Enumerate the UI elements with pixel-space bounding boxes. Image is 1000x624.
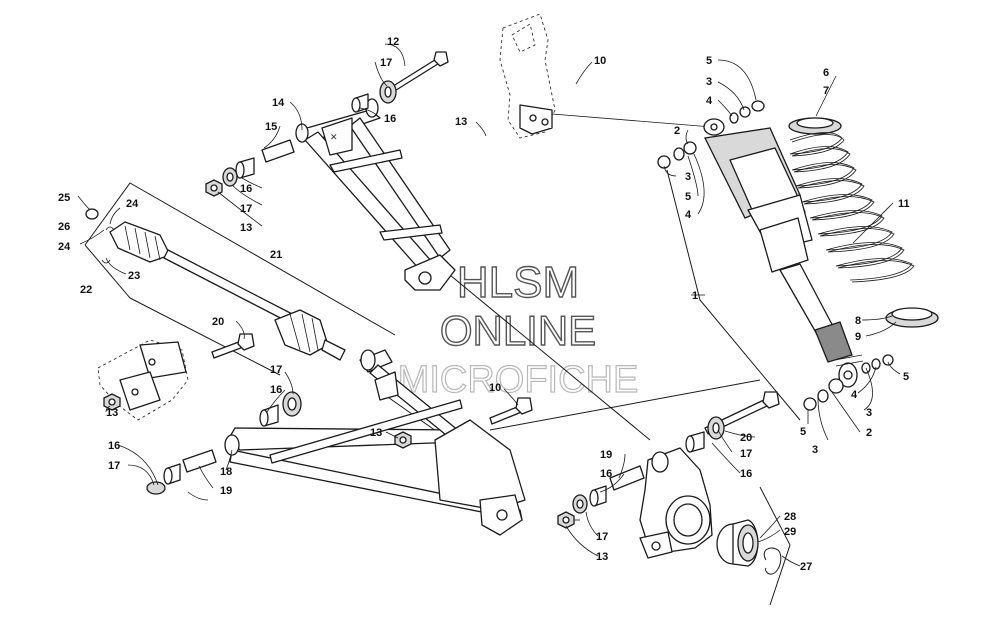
callout-11: 11: [898, 198, 910, 210]
lower-arm-hardware: [103, 333, 533, 495]
callout-24: 24: [58, 241, 71, 253]
callout-3: 3: [812, 444, 818, 456]
callout-5: 5: [800, 426, 806, 438]
svg-text:✕: ✕: [330, 132, 338, 142]
callout-14: 14: [272, 97, 285, 109]
callout-2: 2: [674, 125, 680, 137]
callout-13: 13: [455, 116, 467, 128]
callout-3: 3: [866, 407, 872, 419]
callout-2: 2: [866, 427, 872, 439]
callout-1: 1: [692, 290, 698, 302]
callout-18: 18: [220, 466, 232, 478]
callout-24: 24: [126, 198, 139, 210]
callout-23: 23: [128, 270, 140, 282]
callout-6: 6: [823, 67, 829, 79]
callout-16: 16: [600, 468, 612, 480]
callout-4: 4: [706, 95, 713, 107]
callout-27: 27: [800, 561, 812, 573]
assembly-outlines: [84, 112, 801, 606]
callout-17: 17: [240, 203, 252, 215]
callout-29: 29: [784, 526, 796, 538]
callout-10: 10: [594, 55, 606, 67]
callout-17: 17: [380, 57, 392, 69]
frame-bracket-upper: [499, 13, 556, 139]
upper-a-arm: ✕: [295, 98, 456, 291]
callout-13: 13: [370, 427, 382, 439]
upper-arm-hardware: [205, 51, 449, 197]
callout-13: 13: [596, 551, 608, 563]
leader-lines: [77, 43, 901, 567]
frame-bracket-lower: [97, 339, 189, 421]
callout-3: 3: [706, 76, 712, 88]
callout-19: 19: [220, 485, 232, 497]
callout-16: 16: [384, 113, 396, 125]
callout-21: 21: [270, 249, 282, 261]
callout-16: 16: [108, 440, 120, 452]
callout-16: 16: [240, 183, 252, 195]
callout-9: 9: [855, 331, 861, 343]
callout-17: 17: [740, 448, 752, 460]
callout-20: 20: [212, 316, 224, 328]
callout-16: 16: [740, 468, 752, 480]
coil-spring: [788, 117, 939, 328]
callout-12: 12: [387, 36, 399, 48]
callout-5: 5: [903, 371, 909, 383]
callout-15: 15: [265, 121, 277, 133]
callout-28: 28: [784, 511, 796, 523]
lower-a-arm: [224, 349, 526, 536]
shock-absorber: [703, 118, 864, 388]
callout-26: 26: [58, 221, 70, 233]
callout-4: 4: [851, 389, 858, 401]
callout-5: 5: [706, 55, 712, 67]
watermark-line-3: MICROFICHE: [398, 359, 639, 401]
callout-17: 17: [270, 364, 282, 376]
cv-axle: [85, 208, 346, 361]
callout-22: 22: [80, 284, 92, 296]
callout-8: 8: [855, 315, 861, 327]
wheel-bearing: [716, 519, 782, 575]
watermark-line-1: HLSM: [457, 258, 579, 307]
callout-16: 16: [270, 384, 282, 396]
callout-20: 20: [740, 432, 752, 444]
callout-13: 13: [240, 222, 252, 234]
callout-numbers: 12 17 10 5 3 4 6 7 14 16 13 2 15 16 17 1…: [58, 36, 910, 573]
callout-13: 13: [106, 407, 118, 419]
callout-4: 4: [685, 209, 692, 221]
callout-7: 7: [823, 85, 829, 97]
callout-10: 10: [489, 382, 501, 394]
callout-17: 17: [108, 460, 120, 472]
callout-17: 17: [596, 531, 608, 543]
callout-5: 5: [685, 191, 691, 203]
callout-3: 3: [685, 171, 691, 183]
callout-25: 25: [58, 192, 70, 204]
callout-19: 19: [600, 449, 612, 461]
shock-hardware: [657, 100, 894, 411]
